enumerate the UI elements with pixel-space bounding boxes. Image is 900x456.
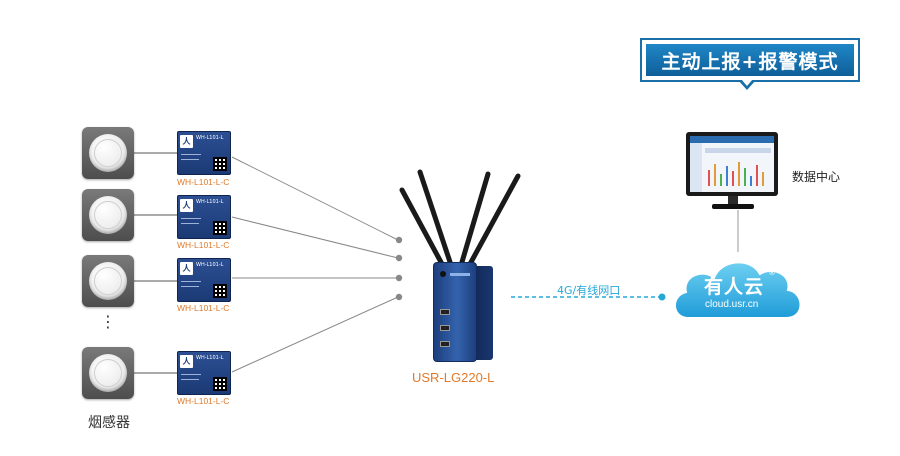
module-link-2 — [231, 216, 399, 259]
smoke-detector-icon — [82, 189, 134, 241]
module-name: WH-L101-L — [196, 199, 224, 205]
gateway-router-icon — [433, 262, 477, 362]
module-link-4 — [231, 296, 399, 373]
cloud-name: 有人云 — [704, 276, 765, 298]
monitor-base — [712, 204, 754, 209]
smoke-detector-icon — [82, 127, 134, 179]
gateway-antennas — [399, 169, 521, 267]
ellipsis-icon: ⋮ — [100, 312, 116, 331]
cloud-registered-mark: ® — [769, 268, 775, 277]
lora-module-icon: 人 WH-L101-L — [177, 195, 231, 239]
module-name: WH-L101-L — [196, 135, 224, 141]
module-label: WH-L101-L-C — [177, 303, 230, 313]
antenna-port-4 — [395, 293, 403, 301]
mode-title: 主动上报+报警模式 — [646, 44, 854, 76]
mode-title-badge: 主动上报+报警模式 — [640, 38, 860, 82]
smoke-detector-icon — [82, 255, 134, 307]
smoke-detector-icon — [82, 347, 134, 399]
data-center-label: 数据中心 — [792, 170, 841, 184]
module-name: WH-L101-L — [196, 355, 224, 361]
monitor-icon — [686, 132, 778, 196]
sensor-caption: 烟感器 — [88, 415, 130, 431]
lora-module-icon: 人 WH-L101-L — [177, 351, 231, 395]
gateway-label: USR-LG220-L — [412, 370, 495, 385]
antenna-port-2 — [395, 254, 403, 262]
module-label: WH-L101-L-C — [177, 396, 230, 406]
module-name: WH-L101-L — [196, 262, 224, 268]
cloud-icon — [674, 261, 802, 319]
title-pointer-inner — [741, 79, 753, 86]
module-label: WH-L101-L-C — [177, 240, 230, 250]
antenna-port-1 — [395, 236, 403, 244]
network-link-label: 4G/有线网口 — [557, 284, 621, 297]
module-label: WH-L101-L-C — [177, 177, 230, 187]
lora-module-icon: 人 WH-L101-L — [177, 258, 231, 302]
cloud-domain: cloud.usr.cn — [705, 299, 759, 310]
monitor-stand — [728, 196, 738, 204]
lora-module-icon: 人 WH-L101-L — [177, 131, 231, 175]
module-link-1 — [231, 156, 399, 241]
antenna-port-3 — [395, 274, 403, 282]
network-link-end — [658, 293, 666, 301]
